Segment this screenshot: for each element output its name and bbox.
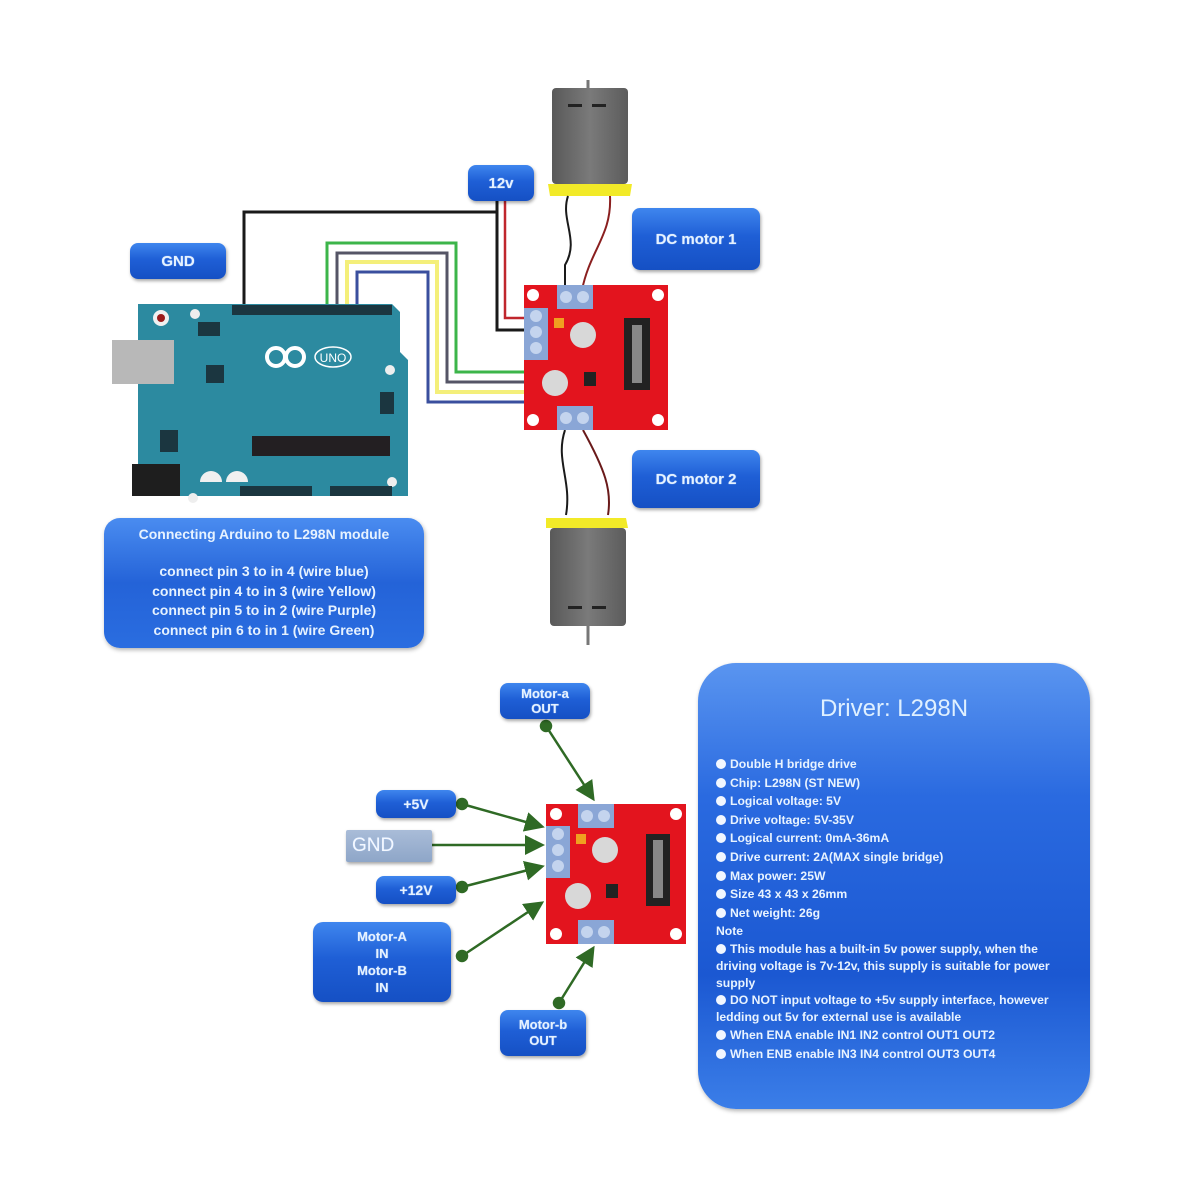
note-text: When ENA enable IN1 IN2 control OUT1 OUT… xyxy=(730,1027,996,1042)
gnd-pin-label: GND xyxy=(346,830,432,862)
spec-list: Double H bridge drive Chip: L298N (ST NE… xyxy=(716,755,1074,1063)
motor-in-line: IN xyxy=(375,980,389,995)
spec-text: Drive voltage: 5V-35V xyxy=(730,812,854,827)
spec-text: Logical current: 0mA-36mA xyxy=(730,831,890,846)
connection-lines: connect pin 3 to in 4 (wire blue) connec… xyxy=(104,562,424,640)
bullet-icon xyxy=(716,851,726,862)
motor-in-line: Motor-B xyxy=(357,963,407,978)
spec-item: Max power: 25W xyxy=(716,867,1074,886)
motor-a-out-line1: Motor-a xyxy=(521,686,569,701)
motor-a-out-line2: OUT xyxy=(531,701,559,716)
motor-in-label: Motor-A IN Motor-B IN xyxy=(313,922,451,1002)
wire-yellow xyxy=(345,260,525,394)
note-text: DO NOT input voltage to +5v supply inter… xyxy=(716,992,1049,1024)
12v-label-text: 12v xyxy=(488,174,514,192)
bullet-icon xyxy=(716,994,726,1005)
spec-text: Double H bridge drive xyxy=(730,757,857,771)
bullet-icon xyxy=(716,943,726,954)
motor-in-line: IN xyxy=(375,946,389,961)
motor-a-out-label: Motor-a OUT xyxy=(500,683,590,719)
arduino-uno-board: UNO xyxy=(112,304,408,503)
power-12v-wire xyxy=(503,200,525,320)
motor-b-out-label: Motor-b OUT xyxy=(500,1010,586,1056)
connection-instructions-box: Connecting Arduino to L298N module conne… xyxy=(104,518,424,648)
note-item: When ENB enable IN3 IN4 control OUT3 OUT… xyxy=(716,1045,1074,1064)
bullet-icon xyxy=(716,907,726,918)
arrow-motor-b-out xyxy=(552,945,595,1010)
spec-item: Net weight: 26g xyxy=(716,904,1074,923)
plus-12v-text: +12V xyxy=(399,882,433,898)
wire-purple xyxy=(335,251,525,384)
plus-5v-label: +5V xyxy=(376,790,456,818)
pin-arrows xyxy=(432,719,595,1010)
bullet-icon xyxy=(716,1048,726,1059)
note-text: When ENB enable IN3 IN4 control OUT3 OUT… xyxy=(730,1046,996,1061)
arrow-motor-a-out xyxy=(539,719,595,802)
12v-label: 12v xyxy=(468,165,534,201)
driver-spec-box: Driver: L298N Double H bridge drive Chip… xyxy=(698,663,1090,1109)
dc-motor-2 xyxy=(546,518,628,645)
spec-text: Net weight: 26g xyxy=(730,905,821,920)
gnd-pin-text: GND xyxy=(352,835,395,856)
spec-text: Chip: L298N (ST NEW) xyxy=(730,775,860,790)
spec-item: Drive current: 2A(MAX single bridge) xyxy=(716,848,1074,867)
spec-item: Double H bridge drive xyxy=(716,755,1074,774)
note-item: When ENA enable IN1 IN2 control OUT1 OUT… xyxy=(716,1026,1074,1045)
motor-b-out-line2: OUT xyxy=(529,1033,557,1048)
note-item: DO NOT input voltage to +5v supply inter… xyxy=(716,992,1074,1026)
dc-motor-1-label: DC motor 1 xyxy=(632,208,760,270)
note-heading: Note xyxy=(716,924,744,939)
connection-line: connect pin 5 to in 2 (wire Purple) xyxy=(151,602,377,618)
spec-item: Chip: L298N (ST NEW) xyxy=(716,774,1074,793)
motor1-wire-black xyxy=(564,195,572,290)
spec-item: Logical current: 0mA-36mA xyxy=(716,829,1074,848)
spec-text: Logical voltage: 5V xyxy=(730,794,842,809)
dc-motor-2-text: DC motor 2 xyxy=(655,470,737,488)
wire-blue xyxy=(355,270,525,404)
spec-item: Drive voltage: 5V-35V xyxy=(716,811,1074,830)
plus-12v-label: +12V xyxy=(376,876,456,904)
connection-title: Connecting Arduino to L298N module xyxy=(138,526,390,542)
bullet-icon xyxy=(716,759,726,769)
gnd-label: GND xyxy=(130,243,226,279)
wire-green xyxy=(325,241,525,374)
dc-motor-2-label: DC motor 2 xyxy=(632,450,760,508)
note-text: This module has a built-in 5v power supp… xyxy=(716,941,1050,990)
note-item: This module has a built-in 5v power supp… xyxy=(716,941,1074,992)
motor1-wire-red xyxy=(581,195,612,291)
motor-in-line: Motor-A xyxy=(357,929,407,944)
spec-text: Size 43 x 43 x 26mm xyxy=(730,887,848,902)
motor2-wire-red xyxy=(582,429,611,516)
l298n-board-bottom xyxy=(546,804,686,944)
bullet-icon xyxy=(716,1029,726,1040)
spec-item: Size 43 x 43 x 26mm xyxy=(716,885,1074,904)
bullet-icon xyxy=(716,833,726,844)
gnd-label-text: GND xyxy=(161,252,195,270)
bullet-icon xyxy=(716,889,726,900)
dc-motor-1-text: DC motor 1 xyxy=(655,230,737,248)
arrow-12v xyxy=(455,861,545,894)
bullet-icon xyxy=(716,814,726,825)
bullet-icon xyxy=(716,796,726,807)
spec-text: Max power: 25W xyxy=(730,868,826,883)
l298n-board-top xyxy=(524,285,668,430)
bullet-icon xyxy=(716,870,726,881)
svg-text:UNO: UNO xyxy=(320,351,347,365)
plus-5v-text: +5V xyxy=(403,796,429,812)
arrow-motor-in xyxy=(455,901,545,963)
connection-line: connect pin 3 to in 4 (wire blue) xyxy=(159,563,369,579)
motor-b-out-line1: Motor-b xyxy=(518,1017,568,1032)
dc-motor-1 xyxy=(548,80,632,196)
motor2-wire-black xyxy=(560,429,569,516)
connection-line: connect pin 4 to in 3 (wire Yellow) xyxy=(152,582,376,599)
bullet-icon xyxy=(716,777,726,788)
spec-item: Logical voltage: 5V xyxy=(716,792,1074,811)
driver-title: Driver: L298N xyxy=(819,695,969,722)
spec-text: Drive current: 2A(MAX single bridge) xyxy=(730,849,944,864)
arrow-5v xyxy=(455,797,545,832)
connection-line: connect pin 6 to in 1 (wire Green) xyxy=(153,621,375,638)
